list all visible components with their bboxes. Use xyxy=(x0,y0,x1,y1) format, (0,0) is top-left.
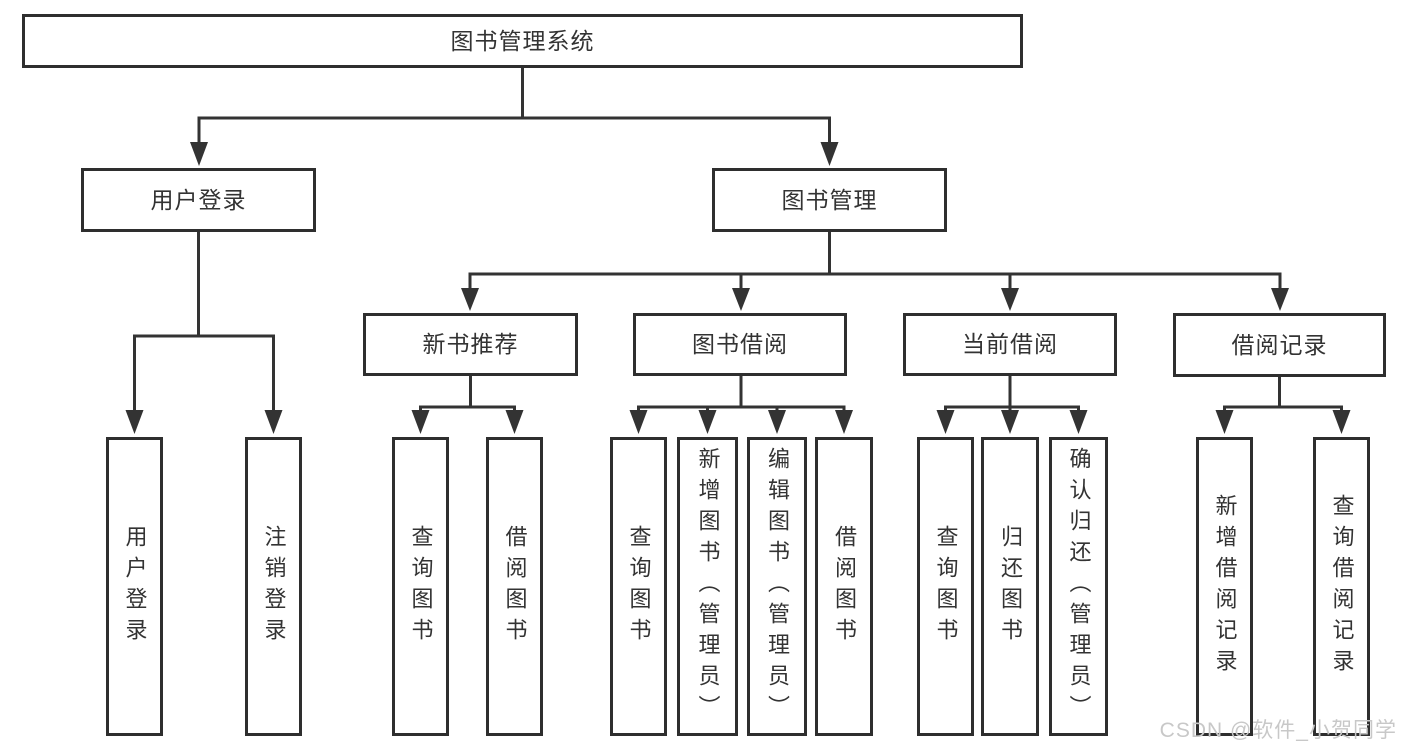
leaf-query-books-current-label: 查询图书 xyxy=(933,524,959,649)
node-user-login: 用户登录 xyxy=(81,168,316,232)
connector-book-borrow-children xyxy=(629,376,853,434)
leaf-query-books-borrow: 查询图书 xyxy=(610,437,667,736)
leaf-borrow-books-recommend: 借阅图书 xyxy=(486,437,543,736)
leaf-user-login-label: 用户登录 xyxy=(122,524,148,649)
leaf-edit-book-admin: 编辑图书（管理员） xyxy=(747,437,807,736)
leaf-add-book-admin: 新增图书（管理员） xyxy=(677,437,738,736)
node-user-login-label: 用户登录 xyxy=(150,186,247,213)
leaf-borrow-books-borrow-label: 借阅图书 xyxy=(832,524,857,649)
watermark: CSDN @软件_小贺同学 xyxy=(1159,719,1397,742)
leaf-confirm-return-admin-label: 确认归还（管理员） xyxy=(1066,447,1092,726)
node-book-management: 图书管理 xyxy=(712,168,947,232)
leaf-query-books-current: 查询图书 xyxy=(917,437,974,736)
leaf-add-book-admin-label: 新增图书（管理员） xyxy=(695,447,721,726)
node-book-borrowing: 图书借阅 xyxy=(633,313,847,376)
leaf-return-books-label: 归还图书 xyxy=(998,524,1023,649)
leaf-borrow-books-borrow: 借阅图书 xyxy=(815,437,873,736)
leaf-query-borrow-record: 查询借阅记录 xyxy=(1313,437,1370,736)
connector-book-management-children xyxy=(461,232,1289,311)
node-new-book-recommendation-label: 新书推荐 xyxy=(422,331,519,357)
leaf-logout-label: 注销登录 xyxy=(261,524,287,649)
leaf-add-borrow-record-label: 新增借阅记录 xyxy=(1212,493,1238,680)
leaf-add-borrow-record: 新增借阅记录 xyxy=(1196,437,1253,736)
node-book-borrowing-label: 图书借阅 xyxy=(692,331,788,357)
node-new-book-recommendation: 新书推荐 xyxy=(363,313,578,376)
connector-user-login-children xyxy=(125,232,283,434)
connector-borrow-records-children xyxy=(1215,376,1351,434)
leaf-query-books-recommend-label: 查询图书 xyxy=(408,524,434,649)
connector-current-borrow-children xyxy=(936,376,1088,434)
leaf-user-login: 用户登录 xyxy=(106,437,163,736)
node-library-management-system-label: 图书管理系统 xyxy=(450,27,595,54)
leaf-confirm-return-admin: 确认归还（管理员） xyxy=(1049,437,1108,736)
node-borrowing-records-label: 借阅记录 xyxy=(1231,331,1328,358)
leaf-query-books-recommend: 查询图书 xyxy=(392,437,449,736)
leaf-query-borrow-record-label: 查询借阅记录 xyxy=(1329,493,1355,680)
node-current-borrowing: 当前借阅 xyxy=(903,313,1117,376)
leaf-borrow-books-recommend-label: 借阅图书 xyxy=(502,524,528,649)
leaf-query-books-borrow-label: 查询图书 xyxy=(626,524,652,649)
node-current-borrowing-label: 当前借阅 xyxy=(962,331,1058,357)
connector-new-book-children xyxy=(411,376,524,434)
leaf-edit-book-admin-label: 编辑图书（管理员） xyxy=(765,447,790,726)
node-library-management-system: 图书管理系统 xyxy=(22,14,1023,68)
connector-root-to-level2 xyxy=(190,68,839,166)
node-borrowing-records: 借阅记录 xyxy=(1173,313,1386,377)
leaf-return-books: 归还图书 xyxy=(981,437,1039,736)
node-book-management-label: 图书管理 xyxy=(781,186,878,213)
leaf-logout: 注销登录 xyxy=(245,437,302,736)
